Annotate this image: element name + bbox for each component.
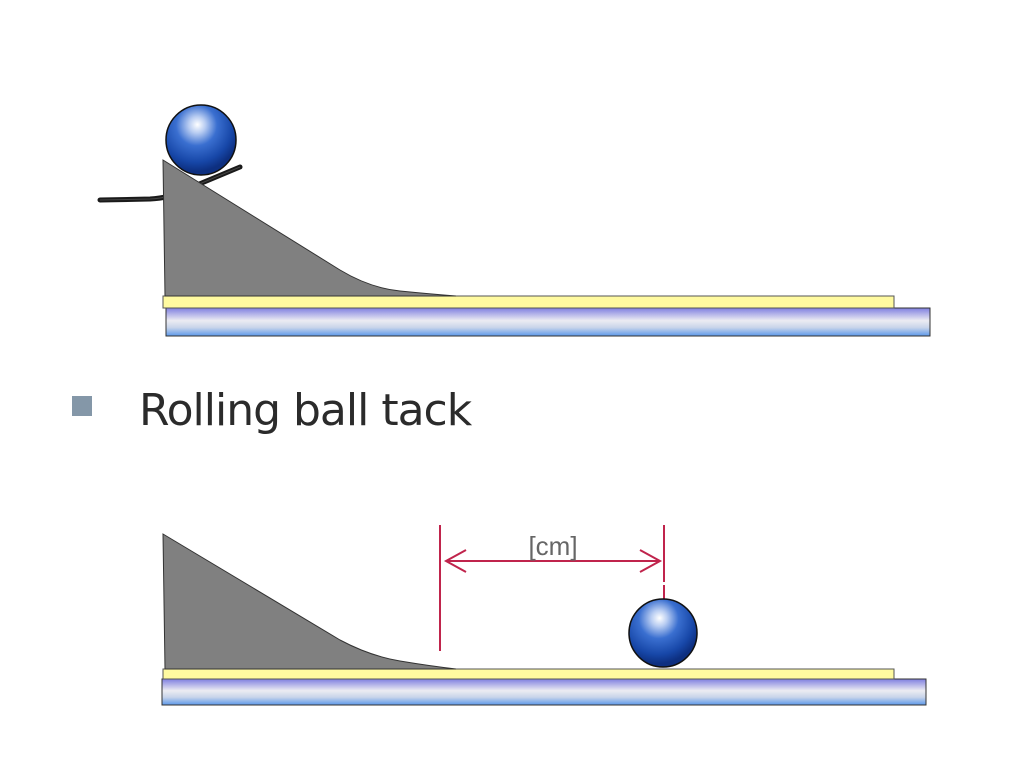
adhesive-tape-strip (162, 668, 895, 680)
arrow-left-icon (443, 549, 467, 573)
steel-ball (165, 104, 237, 176)
square-bullet-icon (72, 396, 92, 416)
top-diagram (97, 104, 931, 337)
ramp (162, 159, 457, 297)
ramp (162, 533, 457, 670)
base-plate (161, 678, 927, 706)
distance-dimension: [cm] (439, 525, 665, 651)
bottom-diagram: [cm] (161, 525, 927, 706)
adhesive-tape-strip (162, 295, 895, 309)
bullet-text: Rolling ball tack (139, 384, 472, 436)
steel-ball (628, 598, 698, 668)
dimension-label: [cm] (528, 531, 577, 561)
base-plate (165, 307, 931, 337)
arrow-right-icon (639, 549, 663, 573)
bullet-item: Rolling ball tack (72, 380, 472, 440)
